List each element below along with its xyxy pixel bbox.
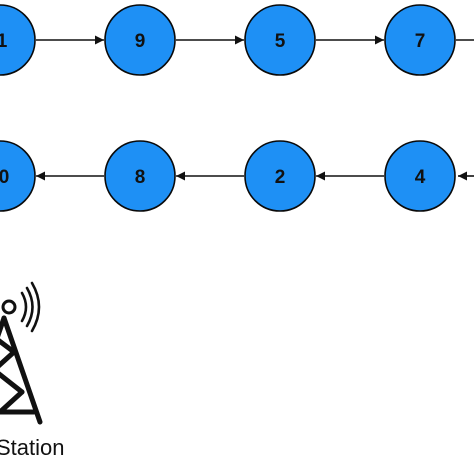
- node-4-label: 4: [415, 167, 426, 188]
- node-7: 7: [384, 4, 456, 76]
- base-station-label: Station: [0, 435, 65, 460]
- node-7-label: 7: [415, 31, 426, 52]
- node-1: 1: [0, 4, 36, 76]
- node-5-label: 5: [275, 31, 286, 52]
- node-2-label: 2: [275, 167, 286, 188]
- node-5: 5: [244, 4, 316, 76]
- node-0-label: 0: [0, 167, 9, 188]
- radio-tower-icon: [0, 281, 43, 425]
- node-1-label: 1: [0, 31, 8, 52]
- node-2: 2: [244, 140, 316, 212]
- node-0: 0: [0, 140, 36, 212]
- node-4: 4: [384, 140, 456, 212]
- node-8: 8: [104, 140, 176, 212]
- node-8-label: 8: [135, 167, 146, 188]
- node-9: 9: [104, 4, 176, 76]
- node-9-label: 9: [135, 31, 146, 52]
